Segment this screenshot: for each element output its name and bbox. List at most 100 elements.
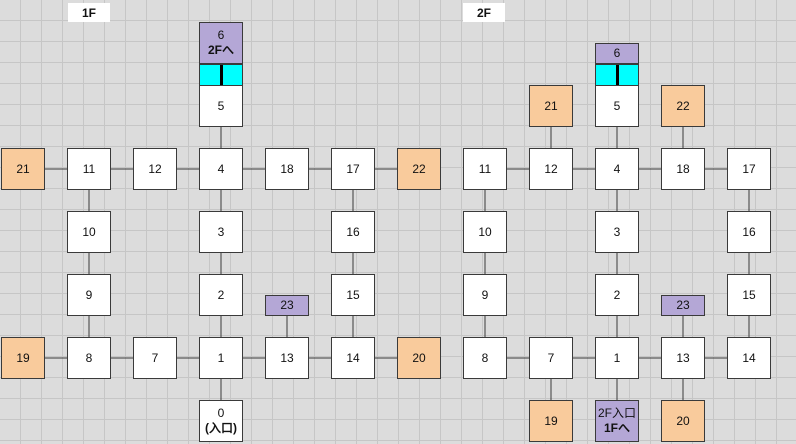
room-number: 16 [742, 224, 756, 239]
room-number: 14 [346, 350, 360, 365]
room-2f-21[interactable]: 21 [529, 85, 573, 127]
room-2f-10[interactable]: 10 [463, 211, 507, 253]
room-number: 8 [85, 350, 93, 365]
room-2f-2[interactable]: 2 [595, 274, 639, 316]
room-1f-20[interactable]: 20 [397, 337, 441, 379]
room-1f-7[interactable]: 7 [133, 337, 177, 379]
room-number: 17 [346, 161, 360, 176]
room-number: 16 [346, 224, 360, 239]
room-2f-22[interactable]: 22 [661, 85, 705, 127]
room-number: 18 [280, 161, 294, 176]
room-note: 2Fへ [207, 43, 234, 57]
room-1f-1[interactable]: 1 [199, 337, 243, 379]
room-2f-11[interactable]: 11 [463, 148, 507, 190]
room-2f-15[interactable]: 15 [727, 274, 771, 316]
room-note: (入口) [205, 421, 237, 435]
room-number: 3 [613, 224, 621, 239]
room-number: 20 [676, 413, 690, 428]
room-number: 11 [478, 161, 492, 176]
room-2f-12[interactable]: 12 [529, 148, 573, 190]
room-1f-10[interactable]: 10 [67, 211, 111, 253]
room-1f-12[interactable]: 12 [133, 148, 177, 190]
room-number: 14 [742, 350, 756, 365]
room-2f-16[interactable]: 16 [727, 211, 771, 253]
room-1f-0-entrance[interactable]: 0 (入口) [199, 400, 243, 442]
room-note: 2F入口 [597, 406, 636, 420]
room-number: 17 [742, 161, 756, 176]
room-1f-13[interactable]: 13 [265, 337, 309, 379]
room-1f-17[interactable]: 17 [331, 148, 375, 190]
room-number: 18 [676, 161, 690, 176]
room-1f-6[interactable]: 6 2Fへ [199, 22, 243, 64]
room-1f-11[interactable]: 11 [67, 148, 111, 190]
room-number: 9 [85, 287, 93, 302]
room-2f-17[interactable]: 17 [727, 148, 771, 190]
room-number: 13 [676, 350, 690, 365]
room-number: 20 [412, 350, 426, 365]
room-1f-4[interactable]: 4 [199, 148, 243, 190]
room-2f-8[interactable]: 8 [463, 337, 507, 379]
room-number: 0 [217, 406, 225, 420]
room-number: 13 [280, 350, 294, 365]
room-number: 7 [151, 350, 159, 365]
room-1f-19[interactable]: 19 [1, 337, 45, 379]
room-number: 1 [613, 350, 621, 365]
room-1f-18[interactable]: 18 [265, 148, 309, 190]
room-number: 10 [478, 224, 492, 239]
room-number: 4 [217, 161, 225, 176]
room-number: 5 [217, 98, 225, 113]
room-1f-2[interactable]: 2 [199, 274, 243, 316]
stairs-1f-icon [199, 64, 243, 86]
room-number: 8 [481, 350, 489, 365]
room-2f-19[interactable]: 19 [529, 400, 573, 442]
room-2f-1[interactable]: 1 [595, 337, 639, 379]
room-1f-22[interactable]: 22 [397, 148, 441, 190]
room-2f-14[interactable]: 14 [727, 337, 771, 379]
room-2f-5[interactable]: 5 [595, 85, 639, 127]
room-number: 10 [82, 224, 96, 239]
room-2f-6[interactable]: 6 [595, 43, 639, 64]
room-number: 19 [544, 413, 558, 428]
room-2f-20[interactable]: 20 [661, 400, 705, 442]
room-2f-4[interactable]: 4 [595, 148, 639, 190]
room-number: 23 [280, 298, 294, 312]
room-1f-8[interactable]: 8 [67, 337, 111, 379]
room-number: 7 [547, 350, 555, 365]
room-number: 4 [613, 161, 621, 176]
room-number: 9 [481, 287, 489, 302]
room-number: 3 [217, 224, 225, 239]
room-2f-23[interactable]: 23 [661, 295, 705, 316]
room-number: 6 [217, 28, 225, 42]
room-2f-9[interactable]: 9 [463, 274, 507, 316]
room-number: 21 [16, 161, 30, 176]
room-1f-16[interactable]: 16 [331, 211, 375, 253]
room-1f-21[interactable]: 21 [1, 148, 45, 190]
room-1f-14[interactable]: 14 [331, 337, 375, 379]
room-number: 22 [412, 161, 426, 176]
room-1f-15[interactable]: 15 [331, 274, 375, 316]
room-number: 23 [676, 298, 690, 312]
room-2f-13[interactable]: 13 [661, 337, 705, 379]
room-1f-9[interactable]: 9 [67, 274, 111, 316]
room-number: 12 [544, 161, 558, 176]
room-1f-3[interactable]: 3 [199, 211, 243, 253]
room-number: 5 [613, 98, 621, 113]
room-number: 15 [346, 287, 360, 302]
room-2f-7[interactable]: 7 [529, 337, 573, 379]
room-1f-23[interactable]: 23 [265, 295, 309, 316]
room-2f-3[interactable]: 3 [595, 211, 639, 253]
stairs-2f-icon [595, 64, 639, 86]
room-1f-5[interactable]: 5 [199, 85, 243, 127]
room-number: 15 [742, 287, 756, 302]
floor-label-1f: 1F [68, 3, 110, 22]
room-2f-18[interactable]: 18 [661, 148, 705, 190]
floor-label-2f: 2F [463, 3, 505, 22]
room-number: 1 [217, 350, 225, 365]
room-number: 12 [148, 161, 162, 176]
room-number: 2 [217, 287, 225, 302]
room-2f-entrance[interactable]: 2F入口 1Fへ [595, 400, 639, 442]
room-number: 19 [16, 350, 30, 365]
room-number: 22 [676, 98, 690, 113]
room-number: 6 [613, 46, 621, 60]
